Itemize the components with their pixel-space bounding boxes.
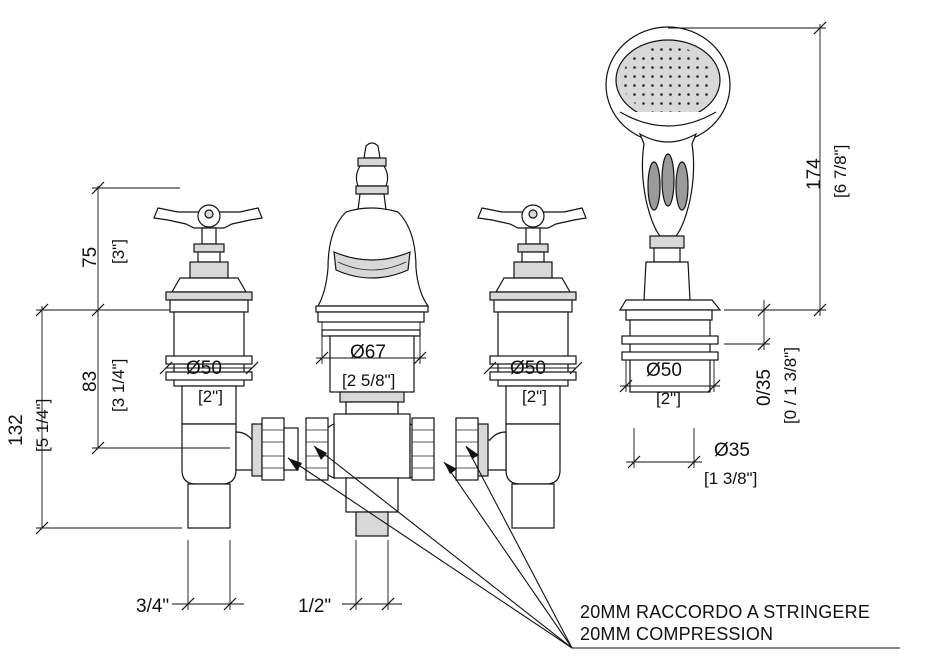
handshower-height-in: [6 7/8"] [831, 145, 850, 198]
handshower-diameter-mm: Ø50 [646, 360, 682, 381]
spout-diameter-in: [2 5/8"] [342, 371, 395, 390]
total-height-mm: 132 [6, 414, 27, 446]
valve-diameter-in-right: [2"] [522, 387, 547, 406]
valve-diameter-mm-left: Ø50 [186, 358, 222, 379]
valve-diameter-mm-right: Ø50 [510, 358, 546, 379]
arrowhead [288, 458, 302, 471]
handshower-diameter-in: [2"] [656, 389, 681, 408]
arrowhead [314, 446, 327, 460]
arrowhead [444, 462, 457, 474]
callout-line-2: 20MM COMPRESSION [580, 624, 773, 644]
tail-diameter-mm: Ø35 [714, 440, 750, 461]
callout-line-1: 20MM RACCORDO A STRINGERE [580, 602, 870, 622]
handshower-height-mm: 174 [804, 158, 825, 190]
handshower [605, 26, 731, 393]
deck-thickness-mm: 0/35 [754, 369, 775, 406]
body-height-in: [3 1/4"] [109, 359, 128, 412]
handle-height-in: [3"] [109, 239, 128, 264]
body-height-mm: 83 [80, 371, 101, 392]
valve-thread-size: 3/4" [136, 596, 169, 617]
arrowhead [466, 446, 479, 459]
spout-thread-size: 1/2" [298, 596, 331, 617]
right-valve [455, 204, 587, 529]
labels: 75 [3"] 83 [3 1/4"] 132 [5 1/4"] Ø50 [2"… [6, 145, 870, 644]
spout-diameter-mm: Ø67 [350, 342, 386, 363]
spout [305, 142, 435, 537]
valve-diameter-in-left: [2"] [198, 387, 223, 406]
deck-thickness-in: [0 / 1 3/8"] [781, 347, 800, 424]
tail-diameter-in: [1 3/8"] [704, 469, 757, 488]
callout-leaders [287, 445, 900, 649]
total-height-in: [5 1/4"] [33, 399, 52, 452]
left-valve [153, 204, 299, 529]
handle-height-mm: 75 [80, 247, 101, 268]
dimension-lines [35, 21, 827, 611]
